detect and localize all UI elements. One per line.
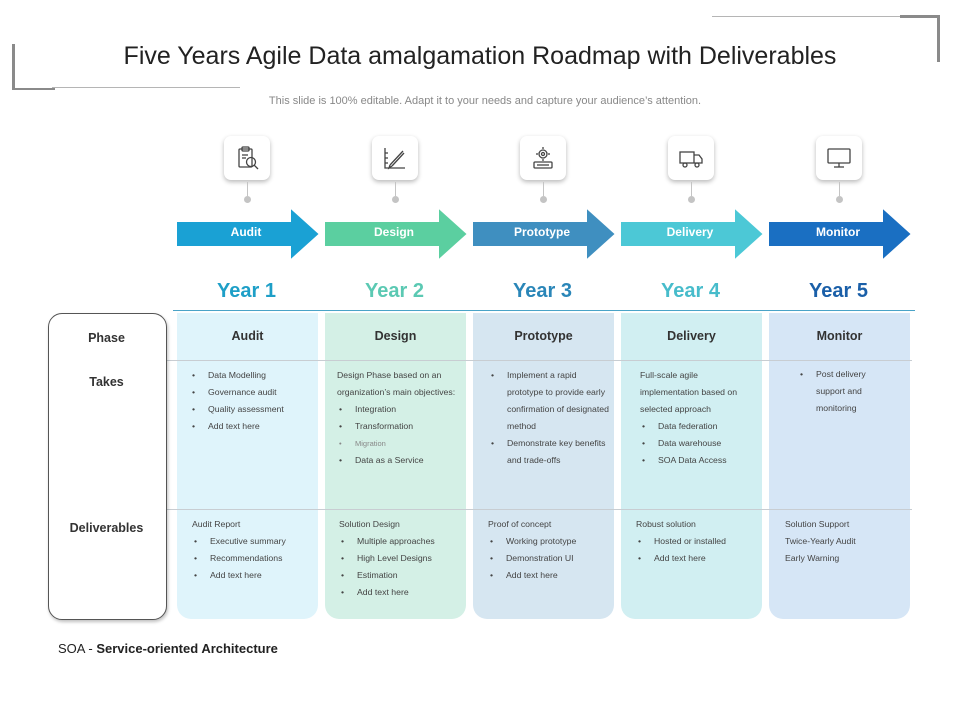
deliverables-title: Solution Design [339,519,400,529]
list-item: Working prototype [488,533,608,550]
phase-title: Prototype [514,329,573,343]
deliverables-title: Audit Report [192,519,241,529]
connector-dot [688,196,695,203]
monitor-screen-icon [816,136,862,180]
connector-dot [244,196,251,203]
list-item: Implement a rapid prototype to provide e… [489,367,609,435]
connector-stem [839,182,840,196]
list-item: Hosted or installed [636,533,756,550]
list-item: High Level Designs [339,550,459,567]
row-label-takes: Takes [89,375,124,389]
connector-stem [543,182,544,196]
row-label-phase: Phase [88,331,125,345]
phase-title: Design [374,329,417,343]
list-item: Estimation [339,567,459,584]
list-item: Demonstration UI [488,550,608,567]
list-item: Post delivery support and monitoring [798,366,893,417]
list-item: Add text here [192,567,312,584]
list-item: Multiple approaches [339,533,459,550]
phase-title: Monitor [816,329,863,343]
takes-cell-year-2: Design Phase based on an organization’s … [337,367,459,469]
list-item: Data Modelling [190,367,312,384]
audit-document-magnifier-icon [224,136,270,180]
page-title: Five Years Agile Data amalgamation Roadm… [123,42,837,70]
row-label-deliverables: Deliverables [69,521,144,535]
list-item: Transformation [337,418,459,435]
list-item: Data warehouse [640,435,755,452]
phase-arrow-delivery: Delivery [620,205,766,263]
list-item: Data as a Service [337,452,459,469]
list-item: Twice-Yearly Audit [785,536,856,546]
phase-arrow-monitor: Monitor [768,205,914,263]
list-item: Executive summary [192,533,312,550]
list-item: Add text here [190,418,312,435]
list-item: Recommendations [192,550,312,567]
divider-line-top-right [712,16,902,17]
phase-arrow-prototype: Prototype [472,205,618,263]
takes-cell-year-4: Full-scale agile implementation based on… [640,367,755,469]
year-label: Year 3 [513,280,572,302]
list-item: Data federation [640,418,755,435]
delivery-truck-icon [668,136,714,180]
connector-dot [392,196,399,203]
connector-stem [247,182,248,196]
list-item: Add text here [636,550,756,567]
arrow-label: Prototype [513,225,570,239]
column-background-year-5 [769,313,910,619]
design-pencil-ruler-icon [372,136,418,180]
deliverables-cell-year-1: Audit Report Executive summary Recommend… [192,516,312,584]
list-item: SOA Data Access [640,452,755,469]
deliverables-cell-year-4: Robust solution Hosted or installed Add … [636,516,756,567]
list-item: Demonstrate key benefits and trade-offs [489,435,609,469]
list-item: Integration [337,401,459,418]
takes-intro: Full-scale agile implementation based on… [640,370,738,414]
connector-stem [691,182,692,196]
row-separator [165,509,912,510]
deliverables-title: Proof of concept [488,519,552,529]
year-label: Year 2 [365,280,424,302]
phase-arrow-design: Design [324,205,470,263]
divider-line-top-left [52,87,240,88]
deliverables-title: Solution Support [785,519,850,529]
list-item: Migration [337,435,459,452]
year-label: Year 5 [809,280,868,302]
page-subtitle: This slide is 100% editable. Adapt it to… [268,95,702,107]
deliverables-cell-year-5: Solution Support Twice-Yearly Audit Earl… [785,516,905,567]
connector-stem [395,182,396,196]
row-labels-panel [48,313,167,620]
footnote: SOA - Service-oriented Architecture [58,641,278,656]
arrow-label: Audit [230,225,262,239]
row-separator [165,360,912,361]
footnote-definition: Service-oriented Architecture [96,641,278,656]
takes-cell-year-5: Post delivery support and monitoring [798,366,893,417]
list-item: Governance audit [190,384,312,401]
footnote-abbreviation: SOA - [58,641,93,656]
list-item: Add text here [488,567,608,584]
arrow-label: Delivery [666,225,714,239]
connector-dot [540,196,547,203]
year-label: Year 1 [217,280,276,302]
arrow-label: Monitor [816,225,860,239]
connector-dot [836,196,843,203]
phase-title: Audit [231,329,264,343]
arrow-label: Design [373,225,414,239]
takes-cell-year-1: Data Modelling Governance audit Quality … [190,367,312,435]
takes-cell-year-3: Implement a rapid prototype to provide e… [489,367,609,469]
takes-intro: Design Phase based on an organization’s … [337,370,456,397]
deliverables-cell-year-2: Solution Design Multiple approaches High… [339,516,459,601]
year-underline [173,310,915,311]
phase-arrow-audit: Audit [176,205,322,263]
list-item: Early Warning [785,553,840,563]
year-label: Year 4 [661,280,720,302]
corner-bracket-top-right [900,15,940,62]
deliverables-title: Robust solution [636,519,696,529]
phase-title: Delivery [667,329,716,343]
deliverables-cell-year-3: Proof of concept Working prototype Demon… [488,516,608,584]
list-item: Quality assessment [190,401,312,418]
list-item: Add text here [339,584,459,601]
prototype-gear-device-icon [520,136,566,180]
corner-bracket-top-left [12,44,55,90]
